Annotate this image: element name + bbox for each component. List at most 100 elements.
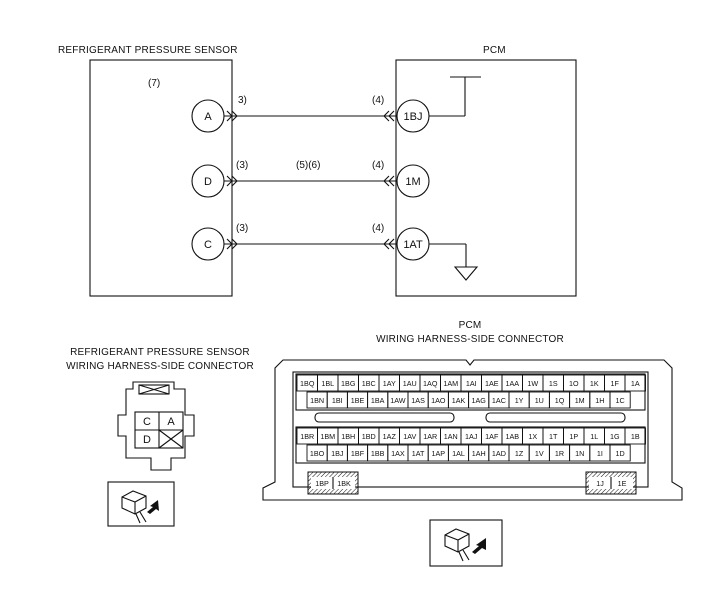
pcm-cell-1u: 1U xyxy=(535,396,544,405)
pcm-cell-1ar: 1AR xyxy=(423,432,437,441)
pcm-cell-1ae: 1AE xyxy=(485,379,499,388)
pcm-cell-1l: 1L xyxy=(590,432,598,441)
sensor-connector-view-icon xyxy=(107,481,175,527)
sensor-title: REFRIGERANT PRESSURE SENSOR xyxy=(58,45,238,56)
wire-mark-d-left: (3) xyxy=(236,160,248,171)
sensor-pin-d: D xyxy=(191,164,225,198)
pcm-cell-1ab: 1AB xyxy=(505,432,519,441)
pcm-cell-1bk: 1BK xyxy=(337,479,351,488)
sensor-pin-c: C xyxy=(191,227,225,261)
pcm-cell-1bc: 1BC xyxy=(362,379,376,388)
pcm-cell-1af: 1AF xyxy=(485,432,499,441)
pcm-cell-1s: 1S xyxy=(549,379,558,388)
svg-text:A: A xyxy=(204,111,212,123)
pcm-cell-1av: 1AV xyxy=(403,432,416,441)
ground-icon xyxy=(429,243,479,281)
pcm-bottom-left-block: 1BP 1BK xyxy=(307,471,359,495)
pcm-cell-1bp: 1BP xyxy=(315,479,329,488)
pcm-cell-1t: 1T xyxy=(549,432,558,441)
pcm-cell-1aj: 1AJ xyxy=(465,432,478,441)
pcm-terminal-1bj: 1BJ xyxy=(396,99,430,133)
pcm-cell-1k: 1K xyxy=(590,379,599,388)
pcm-cell-1bo: 1BO xyxy=(310,449,325,458)
pcm-cell-1m: 1M xyxy=(575,396,585,405)
wire-mark-c-right: (4) xyxy=(372,223,384,234)
pcm-cell-1h: 1H xyxy=(595,396,604,405)
pcm-cell-1bj: 1BJ xyxy=(331,449,344,458)
pcm-cell-1p: 1P xyxy=(569,432,578,441)
pcm-connector-housing xyxy=(262,359,683,501)
pcm-cell-1o: 1O xyxy=(569,379,579,388)
svg-text:D: D xyxy=(204,176,212,188)
pcm-cell-1aw: 1AW xyxy=(390,396,406,405)
pcm-cell-1a: 1A xyxy=(631,379,640,388)
wire-c-1at xyxy=(224,238,397,250)
svg-text:1M: 1M xyxy=(405,176,420,188)
sensor-connector-title-1: REFRIGERANT PRESSURE SENSOR xyxy=(70,347,250,358)
pcm-cell-1bm: 1BM xyxy=(320,432,335,441)
svg-text:1AT: 1AT xyxy=(403,239,423,251)
pcm-cell-1bf: 1BF xyxy=(351,449,365,458)
pcm-cell-1b: 1B xyxy=(631,432,640,441)
sensor-box xyxy=(89,59,233,297)
pcm-cell-1ap: 1AP xyxy=(432,449,446,458)
pcm-cell-1an: 1AN xyxy=(444,432,458,441)
shield-connection xyxy=(429,76,481,117)
pcm-bottom-right-block: 1J 1E xyxy=(585,471,637,495)
sensor-pin-a: A xyxy=(191,99,225,133)
pcm-cell-1bb: 1BB xyxy=(371,449,385,458)
wire-a-1bj xyxy=(224,110,397,122)
sensor-ref-mark: (7) xyxy=(148,78,160,89)
pcm-cell-1aa: 1AA xyxy=(505,379,519,388)
pcm-cell-1ai: 1AI xyxy=(466,379,477,388)
pcm-cell-1ag: 1AG xyxy=(472,396,487,405)
pcm-cell-1bn: 1BN xyxy=(310,396,324,405)
pcm-cell-1r: 1R xyxy=(555,449,564,458)
pcm-cell-1am: 1AM xyxy=(443,379,458,388)
sensor-connector-face: C A D xyxy=(117,381,195,471)
wire-mark-d-right: (4) xyxy=(372,160,384,171)
pcm-cell-1ah: 1AH xyxy=(472,449,486,458)
pcm-cell-1as: 1AS xyxy=(411,396,425,405)
pcm-cell-1ad: 1AD xyxy=(492,449,506,458)
pcm-cell-1i: 1I xyxy=(597,449,603,458)
pcm-cell-box xyxy=(624,427,646,445)
pcm-cell-1bg: 1BG xyxy=(341,379,356,388)
pcm-connector-view-icon xyxy=(429,519,503,567)
pcm-terminal-1m: 1M xyxy=(396,164,430,198)
wire-d-1m xyxy=(224,175,397,187)
sensor-cell-a: A xyxy=(167,416,175,428)
pcm-cell-1w: 1W xyxy=(527,379,538,388)
wire-mark-a-left: 3) xyxy=(238,95,247,106)
pcm-cell-1ax: 1AX xyxy=(391,449,405,458)
pcm-terminal-1at: 1AT xyxy=(396,227,430,261)
pcm-cell-1bh: 1BH xyxy=(341,432,355,441)
pcm-box xyxy=(395,59,577,297)
sensor-cell-c: C xyxy=(143,416,151,428)
pcm-cell-1ay: 1AY xyxy=(383,379,396,388)
pcm-cell-1ba: 1BA xyxy=(371,396,385,405)
wire-mark-d-mid: (5)(6) xyxy=(296,160,320,171)
sensor-connector-title-2: WIRING HARNESS-SIDE CONNECTOR xyxy=(66,361,254,372)
pcm-connector-title-2: WIRING HARNESS-SIDE CONNECTOR xyxy=(376,334,564,345)
sensor-cell-d: D xyxy=(143,434,151,446)
pcm-cell-box xyxy=(609,444,631,462)
pcm-cell-1j: 1J xyxy=(596,479,604,488)
pcm-cell-1au: 1AU xyxy=(403,379,417,388)
pcm-cell-1e: 1E xyxy=(618,479,627,488)
pcm-cell-1ao: 1AO xyxy=(431,396,446,405)
pcm-cell-1be: 1BE xyxy=(351,396,365,405)
pcm-cell-1x: 1X xyxy=(528,432,537,441)
pcm-cell-1at: 1AT xyxy=(412,449,425,458)
pcm-cell-1bl: 1BL xyxy=(321,379,334,388)
pcm-cell-1bi: 1BI xyxy=(332,396,343,405)
pcm-title: PCM xyxy=(483,45,506,56)
pcm-cell-1f: 1F xyxy=(611,379,620,388)
pcm-cell-1q: 1Q xyxy=(555,396,565,405)
wire-mark-a-right: (4) xyxy=(372,95,384,106)
pcm-cell-1az: 1AZ xyxy=(383,432,397,441)
pcm-cell-box xyxy=(624,374,646,392)
pcm-connector-title-1: PCM xyxy=(459,320,482,331)
